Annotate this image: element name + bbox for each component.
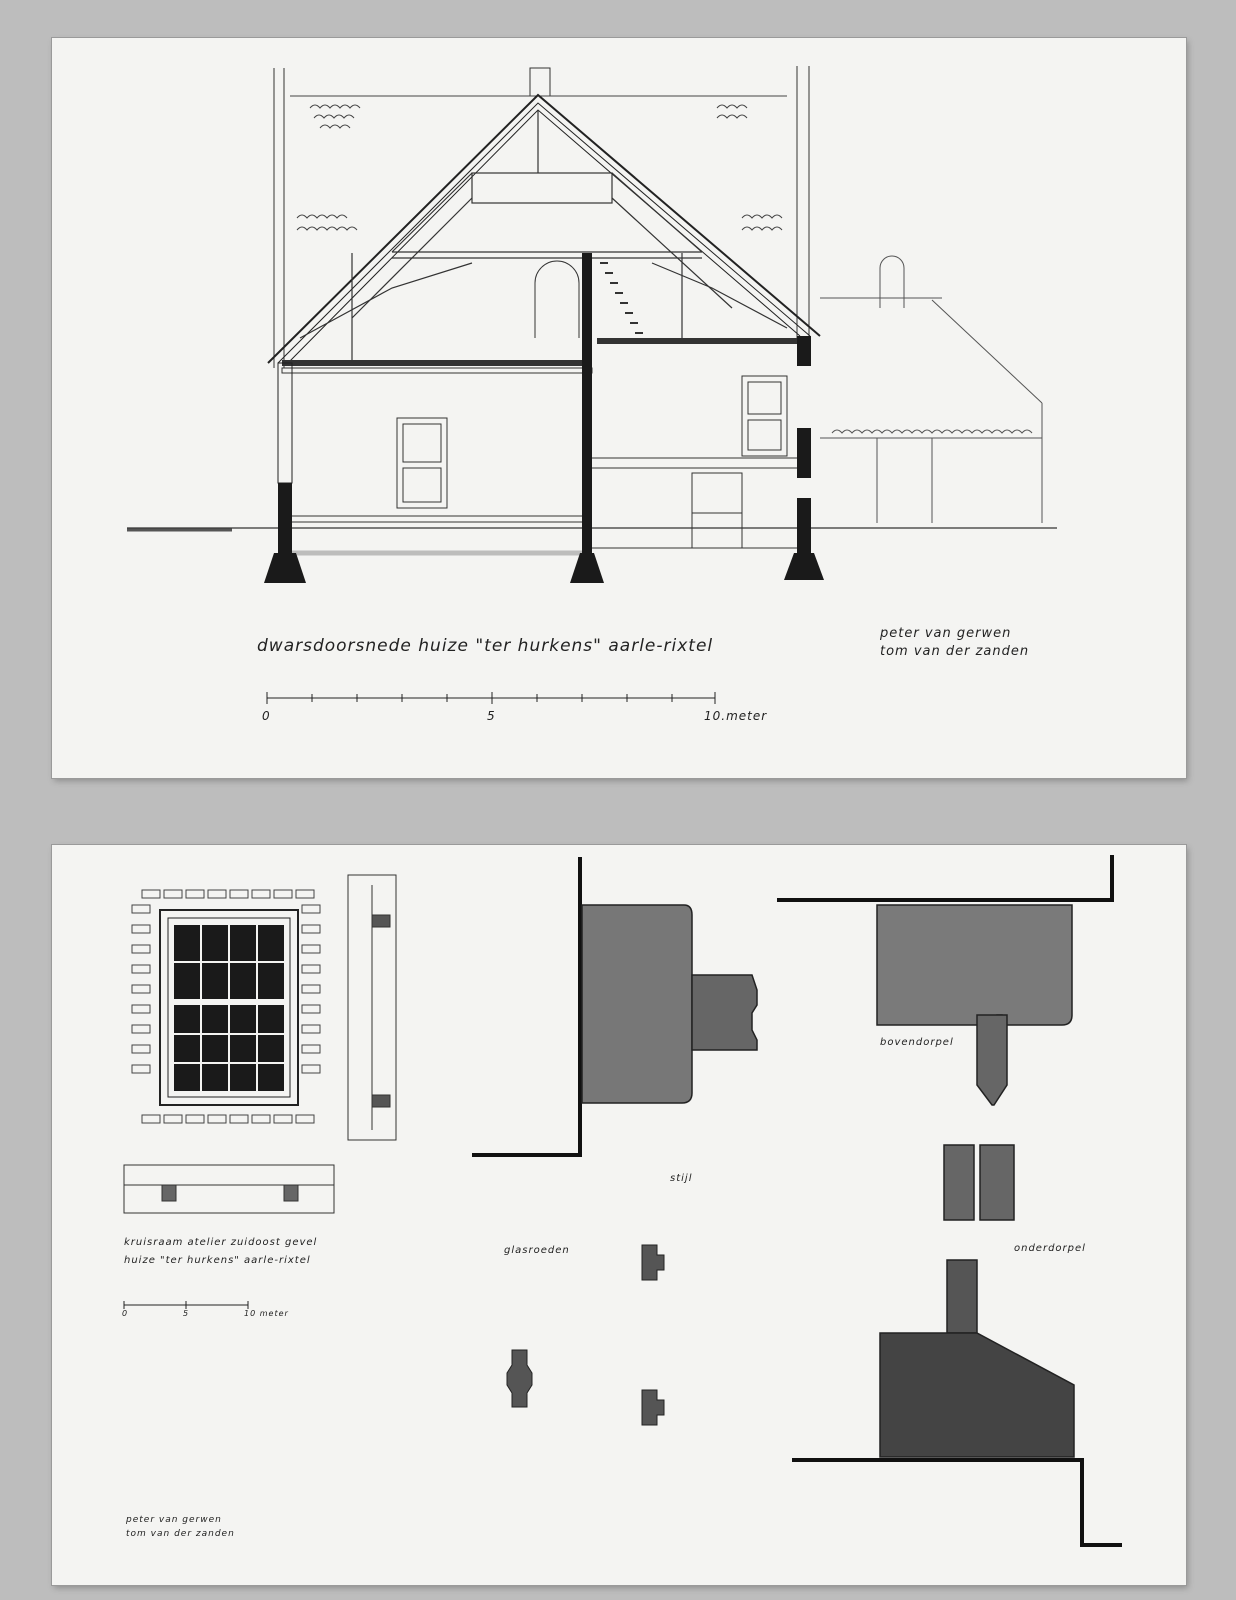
scale-bar (266, 692, 716, 704)
window-detail-drawing (123, 855, 1122, 1547)
author-1: peter van gerwen (880, 626, 1012, 641)
onderdorpel-detail (792, 1259, 1122, 1547)
upper-floor (281, 338, 797, 374)
ridge-chimney (529, 67, 551, 97)
section-title: dwarsdoorsnede huize "ter hurkens" aarle… (257, 636, 714, 656)
roof (267, 93, 821, 364)
stair-steps (600, 262, 643, 334)
ground-floor (292, 457, 797, 549)
bottom-author-2: tom van der zanden (126, 1529, 235, 1539)
scale-label-10: 10.meter (704, 709, 768, 723)
bovendorpel-detail (777, 855, 1114, 1221)
label-onderdorpel: onderdorpel (1014, 1243, 1086, 1254)
bottom-author-1: peter van gerwen (126, 1515, 222, 1525)
label-bovendorpel: bovendorpel (880, 1037, 954, 1048)
window-title-line2: huize "ter hurkens" aarle-rixtel (124, 1255, 311, 1266)
attic-arch-opening (534, 260, 580, 338)
label-stijl: stijl (670, 1173, 693, 1184)
scale-label-0: 0 (262, 709, 271, 723)
right-chimney (796, 66, 810, 338)
label-glasroeden: glasroeden (504, 1245, 570, 1256)
window-elevation (131, 889, 321, 1124)
window-title-line1: kruisraam atelier zuidoost gevel (124, 1237, 318, 1248)
small-scale-label-5: 5 (183, 1309, 190, 1318)
roof-tile-patterns (290, 95, 787, 231)
interior-door (396, 417, 448, 509)
author-2: tom van der zanden (880, 644, 1030, 659)
stijl-detail (472, 857, 758, 1157)
small-scale-label-0: 0 (122, 1309, 129, 1318)
small-scale-bar (123, 1301, 249, 1309)
cross-section-drawing (127, 66, 1057, 704)
small-scale-label-10: 10 meter (244, 1309, 289, 1318)
adjacent-building (820, 255, 1043, 523)
window-detail-sheet: kruisraam atelier zuidoost gevel huize "… (52, 845, 1186, 1585)
window-vertical-section (347, 874, 397, 1141)
glasroeden-profiles (506, 1244, 665, 1426)
roof-trusses (299, 110, 788, 363)
upper-right-door (741, 375, 788, 457)
scale-label-5: 5 (487, 709, 496, 723)
window-horizontal-section (123, 1164, 335, 1214)
cellar-door (691, 472, 743, 549)
left-chimney (273, 68, 285, 368)
cross-section-sheet: dwarsdoorsnede huize "ter hurkens" aarle… (52, 38, 1186, 778)
walls (264, 253, 824, 583)
